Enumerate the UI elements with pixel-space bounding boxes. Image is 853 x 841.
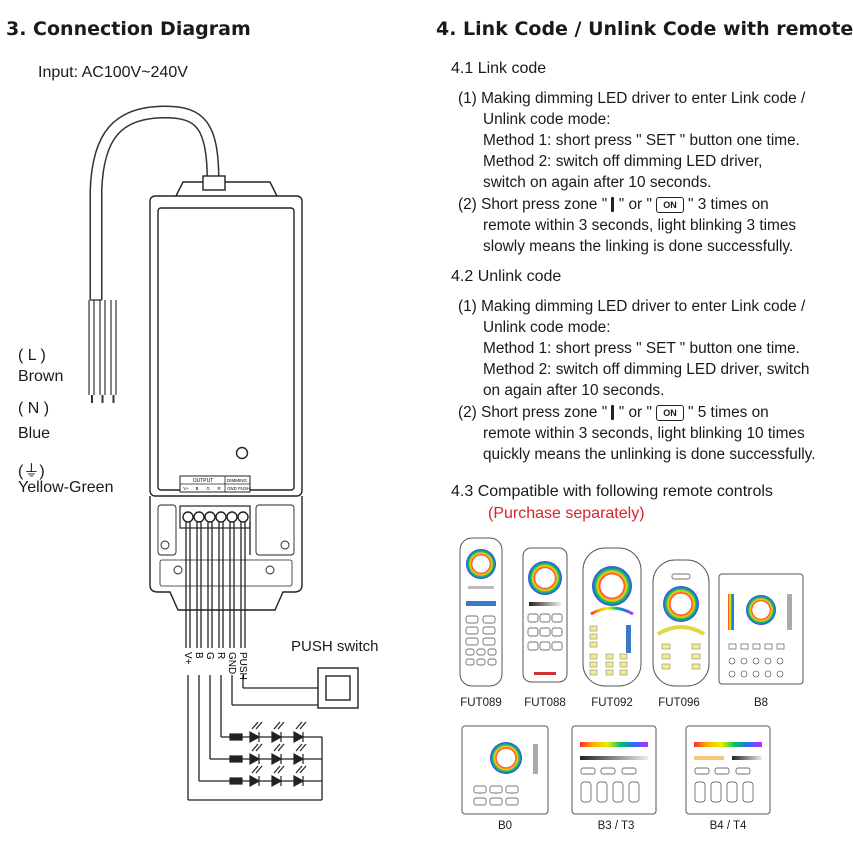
wire-n-color: Blue bbox=[18, 425, 51, 442]
remote-b0-image bbox=[461, 725, 549, 815]
terminal-label-r: R bbox=[215, 652, 226, 659]
remote-fut089-image bbox=[459, 537, 503, 687]
purchase-separately-note: (Purchase separately) bbox=[488, 505, 645, 522]
link-code-title: 4. Link Code / Unlink Code with remote bbox=[436, 18, 853, 40]
link-code-heading: 4.1 Link code bbox=[451, 60, 547, 77]
remote-controls-illustration bbox=[459, 537, 804, 815]
wire-l-symbol: ( L ) bbox=[18, 347, 46, 364]
zone-bar-icon bbox=[611, 405, 615, 421]
link-step2-post: " 3 times on bbox=[687, 196, 769, 213]
link-step1: (1) Making dimming LED driver to enter L… bbox=[458, 90, 806, 107]
on-button-icon: ON bbox=[656, 404, 684, 421]
link-step2-line3: slowly means the linking is done success… bbox=[483, 238, 794, 255]
panel-dimming-label: DIMMING bbox=[227, 478, 247, 483]
output-wires bbox=[185, 522, 323, 801]
unlink-step2: (2) Short press zone " " or " ON " 5 tim… bbox=[458, 402, 769, 423]
remote-caption-fut096: FUT096 bbox=[658, 697, 700, 709]
unlink-step1-cont: Unlink code mode: bbox=[483, 319, 611, 336]
panel-pin-g: G bbox=[206, 486, 210, 491]
driver-body bbox=[149, 175, 303, 611]
remote-fut092-image bbox=[582, 547, 642, 687]
input-voltage-label: Input: AC100V~240V bbox=[38, 64, 188, 81]
input-cable bbox=[88, 105, 220, 403]
link-method2-cont: switch on again after 10 seconds. bbox=[483, 174, 712, 191]
link-step2-line2: remote within 3 seconds, light blinking … bbox=[483, 217, 797, 234]
led-strips bbox=[229, 721, 322, 788]
on-button-icon: ON bbox=[656, 196, 684, 213]
zone-bar-icon bbox=[611, 197, 615, 213]
unlink-step2-line2: remote within 3 seconds, light blinking … bbox=[483, 425, 805, 442]
compatible-remotes-heading: 4.3 Compatible with following remote con… bbox=[451, 483, 773, 500]
terminal-label-push: PUSH bbox=[237, 652, 248, 680]
led-row-r bbox=[229, 721, 322, 744]
remote-fut088-image bbox=[522, 547, 568, 683]
remote-b4-t4-image bbox=[685, 725, 771, 815]
remote-caption-fut089: FUT089 bbox=[460, 697, 502, 709]
panel-pin-labels: V+ B G R GND PUSH bbox=[183, 486, 250, 491]
unlink-step2-post: " 5 times on bbox=[687, 404, 769, 421]
connection-diagram-title: 3. Connection Diagram bbox=[6, 18, 251, 40]
terminal-label-b: B bbox=[193, 652, 204, 659]
link-step2-pre: (2) Short press zone " bbox=[458, 196, 608, 213]
unlink-step2-pre: (2) Short press zone " bbox=[458, 404, 608, 421]
panel-pin-push: PUSH bbox=[238, 486, 250, 491]
panel-pin-b: B bbox=[196, 486, 199, 491]
unlink-step1: (1) Making dimming LED driver to enter L… bbox=[458, 298, 806, 315]
unlink-step2-mid: " or " bbox=[618, 404, 652, 421]
wire-n-symbol: ( N ) bbox=[18, 400, 50, 417]
remote-fut096-image bbox=[652, 559, 710, 687]
terminal-label-gnd: GND bbox=[226, 652, 237, 674]
unlink-code-heading: 4.2 Unlink code bbox=[451, 268, 562, 285]
link-method2: Method 2: switch off dimming LED driver, bbox=[483, 153, 763, 170]
led-row-g bbox=[229, 743, 322, 766]
remote-b8-image bbox=[718, 573, 804, 685]
unlink-method2-cont: on again after 10 seconds. bbox=[483, 382, 665, 399]
panel-output-label: OUTPUT bbox=[193, 478, 214, 484]
link-step2: (2) Short press zone " " or " ON " 3 tim… bbox=[458, 194, 769, 215]
remote-caption-fut092: FUT092 bbox=[591, 697, 633, 709]
remote-caption-b3-t3: B3 / T3 bbox=[597, 820, 635, 832]
push-switch-label: PUSH switch bbox=[291, 638, 379, 655]
panel-pin-r: R bbox=[217, 486, 220, 491]
led-row-b bbox=[229, 765, 322, 788]
wire-ground-color: Yellow-Green bbox=[18, 479, 114, 496]
wire-ground-symbol: (⏚) bbox=[18, 463, 45, 480]
remote-b3-t3-image bbox=[571, 725, 657, 815]
terminal-labels: V+ B G R GND PUSH bbox=[182, 652, 248, 680]
unlink-step2-line3: quickly means the unlinking is done succ… bbox=[483, 446, 816, 463]
remote-caption-b4-t4: B4 / T4 bbox=[709, 820, 747, 832]
link-step1-cont: Unlink code mode: bbox=[483, 111, 611, 128]
panel-pin-vplus: V+ bbox=[183, 486, 189, 491]
unlink-method2: Method 2: switch off dimming LED driver,… bbox=[483, 361, 810, 378]
terminal-label-g: G bbox=[204, 652, 215, 660]
remote-caption-b8: B8 bbox=[753, 697, 769, 709]
remote-caption-fut088: FUT088 bbox=[524, 697, 566, 709]
remote-caption-b0: B0 bbox=[497, 820, 513, 832]
panel-pin-gnd: GND bbox=[227, 486, 237, 491]
terminal-label-vplus: V+ bbox=[182, 652, 193, 665]
unlink-method1: Method 1: short press " SET " button one… bbox=[483, 340, 800, 357]
connection-diagram: OUTPUT DIMMING V+ B G R GND PUSH V+ B G bbox=[88, 105, 359, 801]
link-method1: Method 1: short press " SET " button one… bbox=[483, 132, 800, 149]
link-step2-mid: " or " bbox=[618, 196, 652, 213]
wire-l-color: Brown bbox=[18, 368, 64, 385]
push-switch-symbol bbox=[317, 667, 359, 709]
